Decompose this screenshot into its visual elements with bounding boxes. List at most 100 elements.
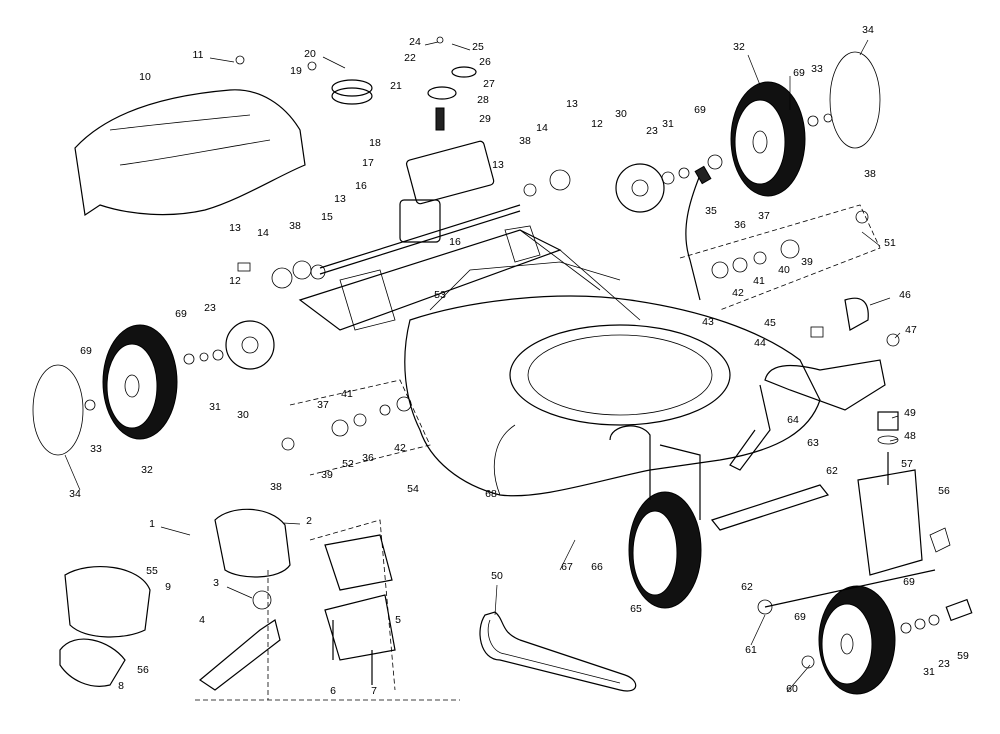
callout-27: 27 <box>483 78 495 90</box>
left-axle-parts <box>281 396 412 451</box>
leader-lines <box>64 39 901 693</box>
callout-60: 60 <box>786 683 798 695</box>
callout-38: 38 <box>289 220 301 232</box>
right-axle-parts <box>685 165 869 301</box>
callout-37: 37 <box>758 210 770 222</box>
callout-56: 56 <box>938 485 950 497</box>
callout-23: 23 <box>646 125 658 137</box>
front-axle-assembly <box>710 297 951 615</box>
callout-55: 55 <box>146 565 158 577</box>
callout-8: 8 <box>118 680 124 692</box>
callout-37: 37 <box>317 399 329 411</box>
callout-30: 30 <box>615 108 627 120</box>
callout-25: 25 <box>472 41 484 53</box>
callout-59: 59 <box>957 650 969 662</box>
callout-23: 23 <box>204 302 216 314</box>
subassembly-outlines <box>195 204 881 701</box>
handle-bail-details <box>59 508 396 691</box>
rear-frame <box>298 225 641 331</box>
callout-67: 67 <box>561 561 573 573</box>
callout-13: 13 <box>492 159 504 171</box>
callout-31: 31 <box>923 666 935 678</box>
callout-43: 43 <box>702 316 714 328</box>
callout-33: 33 <box>811 63 823 75</box>
callout-19: 19 <box>290 65 302 77</box>
callout-36: 36 <box>362 452 374 464</box>
callout-14: 14 <box>536 122 548 134</box>
callout-28: 28 <box>477 94 489 106</box>
callout-54: 54 <box>407 483 419 495</box>
callout-48: 48 <box>904 430 916 442</box>
callout-50: 50 <box>491 570 503 582</box>
callout-49: 49 <box>904 407 916 419</box>
right-drive-parts <box>523 154 723 213</box>
callout-4: 4 <box>199 614 205 626</box>
callout-14: 14 <box>257 227 269 239</box>
callout-9: 9 <box>165 581 171 593</box>
callout-15: 15 <box>321 211 333 223</box>
callout-17: 17 <box>362 157 374 169</box>
callout-69: 69 <box>80 345 92 357</box>
callout-31: 31 <box>209 401 221 413</box>
callout-69: 69 <box>794 611 806 623</box>
callout-34: 34 <box>862 24 874 36</box>
callout-66: 66 <box>591 561 603 573</box>
callout-2: 2 <box>306 515 312 527</box>
callout-38: 38 <box>270 481 282 493</box>
callout-45: 45 <box>764 317 776 329</box>
callout-5: 5 <box>395 614 401 626</box>
callout-3: 3 <box>213 577 219 589</box>
callout-46: 46 <box>899 289 911 301</box>
callout-12: 12 <box>591 118 603 130</box>
mower-deck <box>404 261 821 497</box>
wheel-right-rear <box>730 51 881 197</box>
callout-20: 20 <box>304 48 316 60</box>
callout-36: 36 <box>734 219 746 231</box>
callout-51: 51 <box>884 237 896 249</box>
callout-69: 69 <box>903 576 915 588</box>
callout-62: 62 <box>826 465 838 477</box>
callout-56: 56 <box>137 664 149 676</box>
callout-32: 32 <box>141 464 153 476</box>
callout-47: 47 <box>905 324 917 336</box>
callout-31: 31 <box>662 118 674 130</box>
callout-24: 24 <box>409 36 421 48</box>
callout-42: 42 <box>732 287 744 299</box>
callout-21: 21 <box>390 80 402 92</box>
callout-35: 35 <box>705 205 717 217</box>
callout-23: 23 <box>938 658 950 670</box>
callout-65: 65 <box>630 603 642 615</box>
callout-38: 38 <box>519 135 531 147</box>
callout-33: 33 <box>90 443 102 455</box>
callout-42: 42 <box>394 442 406 454</box>
callout-69: 69 <box>793 67 805 79</box>
callout-39: 39 <box>321 469 333 481</box>
callout-68: 68 <box>485 488 497 500</box>
callout-69: 69 <box>694 104 706 116</box>
callout-63: 63 <box>807 437 819 449</box>
callout-13: 13 <box>229 222 241 234</box>
callout-18: 18 <box>369 137 381 149</box>
callout-29: 29 <box>479 113 491 125</box>
callout-53: 53 <box>434 289 446 301</box>
callout-40: 40 <box>778 264 790 276</box>
callout-16: 16 <box>355 180 367 192</box>
transmission <box>235 36 521 275</box>
callout-41: 41 <box>341 388 353 400</box>
callout-64: 64 <box>787 414 799 426</box>
wheel-front-right <box>801 585 973 695</box>
callout-12: 12 <box>229 275 241 287</box>
callout-6: 6 <box>330 685 336 697</box>
callout-52: 52 <box>342 458 354 470</box>
callout-39: 39 <box>801 256 813 268</box>
wheel-left-rear <box>32 324 224 456</box>
callout-22: 22 <box>404 52 416 64</box>
callout-11: 11 <box>193 49 204 61</box>
callout-44: 44 <box>754 337 766 349</box>
callout-1: 1 <box>149 518 155 530</box>
rear-cover <box>74 89 306 217</box>
callout-16: 16 <box>449 236 461 248</box>
callout-32: 32 <box>733 41 745 53</box>
